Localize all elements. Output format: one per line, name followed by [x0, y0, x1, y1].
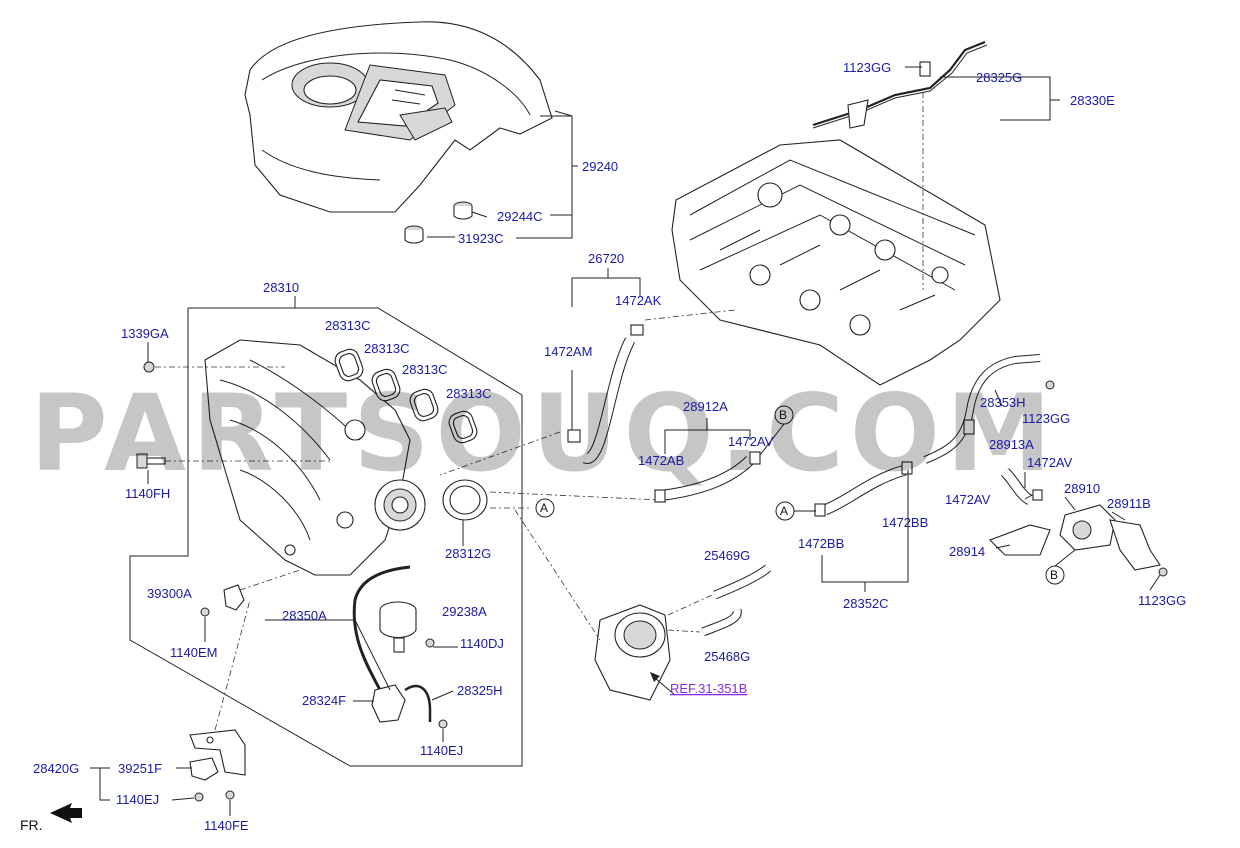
- label-28325h[interactable]: 28325H: [457, 683, 503, 698]
- sensor-39300a: [223, 584, 245, 611]
- label-25469g[interactable]: 25469G: [704, 548, 750, 563]
- label-1472av-r2[interactable]: 1472AV: [945, 492, 991, 507]
- label-28912a[interactable]: 28912A: [683, 399, 728, 414]
- label-28352c[interactable]: 28352C: [843, 596, 889, 611]
- svg-text:B: B: [779, 408, 787, 422]
- label-28353h[interactable]: 28353H: [980, 395, 1026, 410]
- hose-28913a: [1000, 468, 1043, 505]
- hose-25469g: [713, 564, 771, 600]
- watermark: PARTSOUQ.COM: [30, 372, 1057, 495]
- valve-28324f: [371, 684, 406, 723]
- label-1140fe[interactable]: 1140FE: [204, 818, 249, 833]
- bracket-28420g: [189, 729, 246, 776]
- label-1472ab[interactable]: 1472AB: [638, 453, 684, 468]
- label-1140ej-bottom[interactable]: 1140EJ: [116, 792, 159, 807]
- label-28310[interactable]: 28310: [263, 280, 299, 295]
- bolt-1339ga: [143, 361, 155, 373]
- hose-26720: [567, 324, 644, 464]
- label-28911b[interactable]: 28911B: [1107, 496, 1151, 511]
- marker-a-left: A: [535, 498, 555, 518]
- bracket-28911b: [1109, 519, 1161, 571]
- label-29244c[interactable]: 29244C: [497, 209, 543, 224]
- label-1140dj[interactable]: 1140DJ: [460, 636, 504, 651]
- orientation-label: FR.: [20, 817, 43, 833]
- hose-25468g: [701, 608, 742, 637]
- label-28325g[interactable]: 28325G: [976, 70, 1022, 85]
- label-1123gg-top[interactable]: 1123GG: [843, 60, 891, 75]
- pcv-pipe: [812, 40, 988, 129]
- label-1472ak[interactable]: 1472AK: [615, 293, 662, 308]
- engine-cover: [244, 21, 553, 213]
- label-28420g[interactable]: 28420G: [33, 761, 79, 776]
- label-1140ej-mid[interactable]: 1140EJ: [420, 743, 463, 758]
- label-1472bb-left[interactable]: 1472BB: [798, 536, 844, 551]
- label-25468g[interactable]: 25468G: [704, 649, 750, 664]
- pipe-28353h: [923, 354, 1041, 464]
- marker-a-right: A: [775, 501, 795, 521]
- label-28330e[interactable]: 28330E: [1070, 93, 1115, 108]
- label-28313c-3[interactable]: 28313C: [402, 362, 448, 377]
- hose-28350a: [352, 565, 411, 691]
- label-1140em[interactable]: 1140EM: [170, 645, 217, 660]
- label-39251f[interactable]: 39251F: [118, 761, 162, 776]
- hose-28912a: [654, 451, 761, 503]
- svg-text:B: B: [1050, 568, 1058, 582]
- actuator-29238a: [379, 601, 417, 653]
- label-28914[interactable]: 28914: [949, 544, 985, 559]
- label-1123gg-right[interactable]: 1123GG: [1138, 593, 1186, 608]
- label-28913a[interactable]: 28913A: [989, 437, 1034, 452]
- label-28350a[interactable]: 28350A: [282, 608, 327, 623]
- label-1472av-mid[interactable]: 1472AV: [728, 434, 774, 449]
- label-1472bb-right[interactable]: 1472BB: [882, 515, 928, 530]
- label-1339ga[interactable]: 1339GA: [121, 326, 169, 341]
- front-arrow-icon: [50, 803, 82, 823]
- bracket-28914: [989, 524, 1051, 556]
- intake-manifold: [204, 339, 426, 576]
- label-31923c[interactable]: 31923C: [458, 231, 504, 246]
- reference-link[interactable]: REF.31-351B: [670, 681, 747, 696]
- cap-29244c: [453, 201, 473, 220]
- sensor-39251f: [189, 757, 219, 781]
- label-1472av-r1[interactable]: 1472AV: [1027, 455, 1073, 470]
- svg-text:A: A: [540, 501, 548, 515]
- label-28910[interactable]: 28910: [1064, 481, 1100, 496]
- gaskets-28313c: [334, 348, 478, 444]
- label-1123gg-mid[interactable]: 1123GG: [1022, 411, 1070, 426]
- marker-b-bottom: B: [1045, 565, 1065, 585]
- label-28313c-1[interactable]: 28313C: [325, 318, 371, 333]
- label-29238a[interactable]: 29238A: [442, 604, 487, 619]
- label-26720[interactable]: 26720: [588, 251, 624, 266]
- label-1472am[interactable]: 1472AM: [544, 344, 592, 359]
- label-39300a[interactable]: 39300A: [147, 586, 192, 601]
- label-29240[interactable]: 29240: [582, 159, 618, 174]
- purge-valve-28910: [1059, 504, 1116, 551]
- marker-b-top: B: [774, 405, 794, 425]
- label-28324f[interactable]: 28324F: [302, 693, 346, 708]
- svg-text:A: A: [780, 504, 788, 518]
- cap-31923c: [404, 225, 424, 244]
- hose-28352c: [814, 461, 913, 517]
- cylinder-head: [671, 139, 1001, 386]
- label-28312g[interactable]: 28312G: [445, 546, 491, 561]
- label-28313c-4[interactable]: 28313C: [446, 386, 492, 401]
- label-1140fh[interactable]: 1140FH: [125, 486, 170, 501]
- label-28313c-2[interactable]: 28313C: [364, 341, 410, 356]
- throttle-body: [594, 604, 671, 701]
- bolt-1123gg-mid: [1045, 380, 1055, 390]
